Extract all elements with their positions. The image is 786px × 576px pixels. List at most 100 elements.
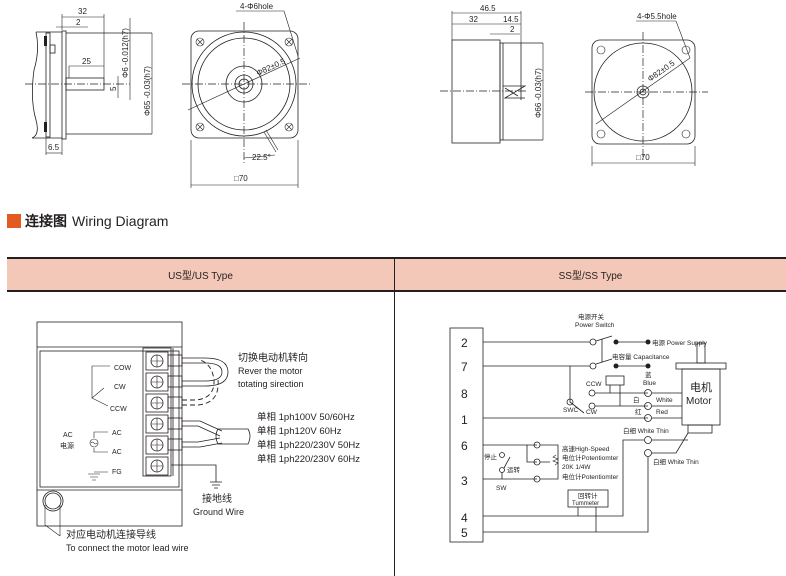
motor-flange	[675, 362, 727, 370]
ss-terminal-4: 4	[461, 511, 468, 525]
power-spec-2: 单相 1ph120V 60Hz	[257, 425, 342, 437]
pot-label-2: 电位计Potentiomter	[562, 472, 619, 481]
ss-dim-2: 2	[510, 25, 515, 34]
terminal-label-cow: COW	[114, 365, 132, 372]
white-en: White	[656, 397, 673, 404]
dim-phi65: Φ65 -0.03(h7)	[143, 66, 152, 116]
white-zh: 白	[633, 395, 640, 404]
reverse-zh: 切换电动机转向	[238, 351, 308, 364]
red-en: Red	[656, 409, 668, 416]
ground-en: Ground Wire	[193, 507, 244, 517]
pot-label-1: 电位计Potentiomter	[562, 453, 619, 462]
section-title-zh: 连接图	[25, 213, 67, 229]
ss-terminal-7: 7	[461, 360, 468, 374]
power-switch-zh: 电源开关	[578, 312, 605, 321]
power-spec-1: 单相 1ph100V 50/60Hz	[257, 411, 355, 423]
stop-label: 停止	[484, 452, 498, 461]
white-thin-1: 白细 White Thin	[623, 426, 669, 435]
tachometer-box	[567, 489, 609, 508]
lead-zh: 对应电动机连接导线	[66, 528, 156, 541]
capacitance-label: 电容量 Capacitance	[612, 352, 670, 361]
dim-phi6: Φ6 -0.012(h7)	[121, 28, 130, 78]
mounting-hole-icon	[195, 37, 294, 132]
ground-wire-icon	[171, 464, 222, 489]
power-spec-4: 单相 1ph220/230V 60Hz	[257, 453, 360, 465]
power-supply-label: 电源 Power Supply	[652, 338, 708, 347]
resistor-icon	[552, 454, 559, 466]
ss-hole-label: 4-Φ5.5hole	[637, 12, 677, 21]
ss-terminal-2: 2	[461, 336, 468, 350]
ss-wiring-diagram: 2 7 8 1 6 3 4 5 电源开关 Power Switch 电源 Pow…	[449, 312, 727, 543]
connector-block	[449, 327, 484, 543]
power-spec-3: 单相 1ph220/230V 50Hz	[257, 439, 360, 451]
reverse-en-1: Rever the motor	[238, 366, 303, 376]
ground-icon	[88, 471, 108, 481]
terminal-label-fg: FG	[112, 469, 122, 476]
run-label: 运转	[507, 465, 521, 474]
ac-zh-label: 电源	[60, 441, 74, 450]
blue-en: Blue	[643, 380, 656, 387]
dim-25: 25	[82, 57, 91, 66]
pot-spec: 20K 1/4W	[562, 464, 591, 471]
terminal-label-cw: CW	[114, 384, 126, 391]
angle-label: 22.5°	[252, 153, 271, 162]
ss-dim-pcd: Φ82±0.5	[646, 58, 677, 83]
ss-terminal-5: 5	[461, 526, 468, 540]
terminal-block	[142, 347, 172, 477]
hole-label: 4-Φ6hole	[240, 2, 274, 11]
reverse-en-2: totating sirection	[238, 379, 304, 389]
ss-dim-46-5: 46.5	[480, 4, 496, 13]
tach-en: Tummeter	[572, 501, 599, 507]
ss-side-view: 46.5 32 14.5 2 Φ66 -0.03(h7)	[440, 4, 544, 144]
us-front-view: Φ82±0.5 4-Φ6hole 22.5° □70	[182, 2, 310, 188]
ss-front-view: Φ82±0.5 4-Φ5.5hole □70	[585, 12, 708, 166]
dim-5: 5	[109, 86, 118, 91]
dim-6-5: 6.5	[48, 143, 60, 152]
power-cable	[215, 428, 251, 445]
mounting-hole-icon	[596, 45, 691, 139]
us-wiring-diagram: COW CW CCW AC AC FG AC 电源 切换电动机转向 Rever …	[36, 321, 360, 553]
motor-shaft	[696, 342, 706, 364]
ss-dim-14-5: 14.5	[503, 15, 519, 24]
dim-pcd: Φ82±0.5	[255, 56, 287, 77]
square-label: □70	[234, 174, 248, 183]
tach-zh: 回转计	[578, 491, 598, 500]
motor-face	[61, 30, 67, 140]
white-thin-2: 白细 White Thin	[653, 457, 699, 466]
swc-label: SWC	[563, 407, 578, 414]
terminal-label-ac-1: AC	[112, 430, 122, 437]
blue-zh: 蓝	[645, 370, 652, 379]
break-line	[31, 31, 38, 139]
column-header-ss-type: SS型/SS Type	[558, 271, 623, 282]
cw-label: CW	[586, 409, 598, 416]
section-title: 连接图 Wiring Diagram	[7, 211, 168, 231]
ss-dim-phi66: Φ66 -0.03(h7)	[534, 68, 543, 118]
ss-square-label: □70	[636, 153, 650, 162]
sw-label: SW	[496, 485, 507, 492]
section-marker-icon	[7, 214, 21, 228]
motor-en: Motor	[686, 396, 712, 407]
lead-wire-port	[42, 490, 64, 512]
capacitor-icon	[605, 375, 625, 386]
column-header-us-type: US型/US Type	[7, 259, 395, 290]
lead-en: To connect the motor lead wire	[66, 543, 189, 553]
high-speed-label: 高速High-Speed	[562, 444, 610, 453]
us-side-view: 32 2 25 5 6.5 Φ6 -0.012(h7) Φ65 -0.03(h7…	[25, 7, 153, 155]
power-switch-en: Power Switch	[575, 322, 615, 329]
motor-zh: 电机	[690, 380, 712, 394]
red-zh: 红	[635, 407, 642, 416]
ground-zh: 接地线	[202, 492, 232, 505]
ss-terminal-8: 8	[461, 387, 468, 401]
ss-terminal-1: 1	[461, 413, 468, 427]
dim-32: 32	[78, 7, 87, 16]
dim-2: 2	[76, 18, 81, 27]
flange-plate	[45, 32, 51, 138]
ac-source-icon	[89, 438, 99, 448]
terminal-label-ccw: CCW	[110, 406, 127, 413]
ccw-label: CCW	[586, 381, 602, 388]
terminal-label-ac-2: AC	[112, 449, 122, 456]
ss-terminal-6: 6	[461, 439, 468, 453]
column-divider	[394, 289, 395, 576]
ss-dim-32: 32	[469, 15, 478, 24]
